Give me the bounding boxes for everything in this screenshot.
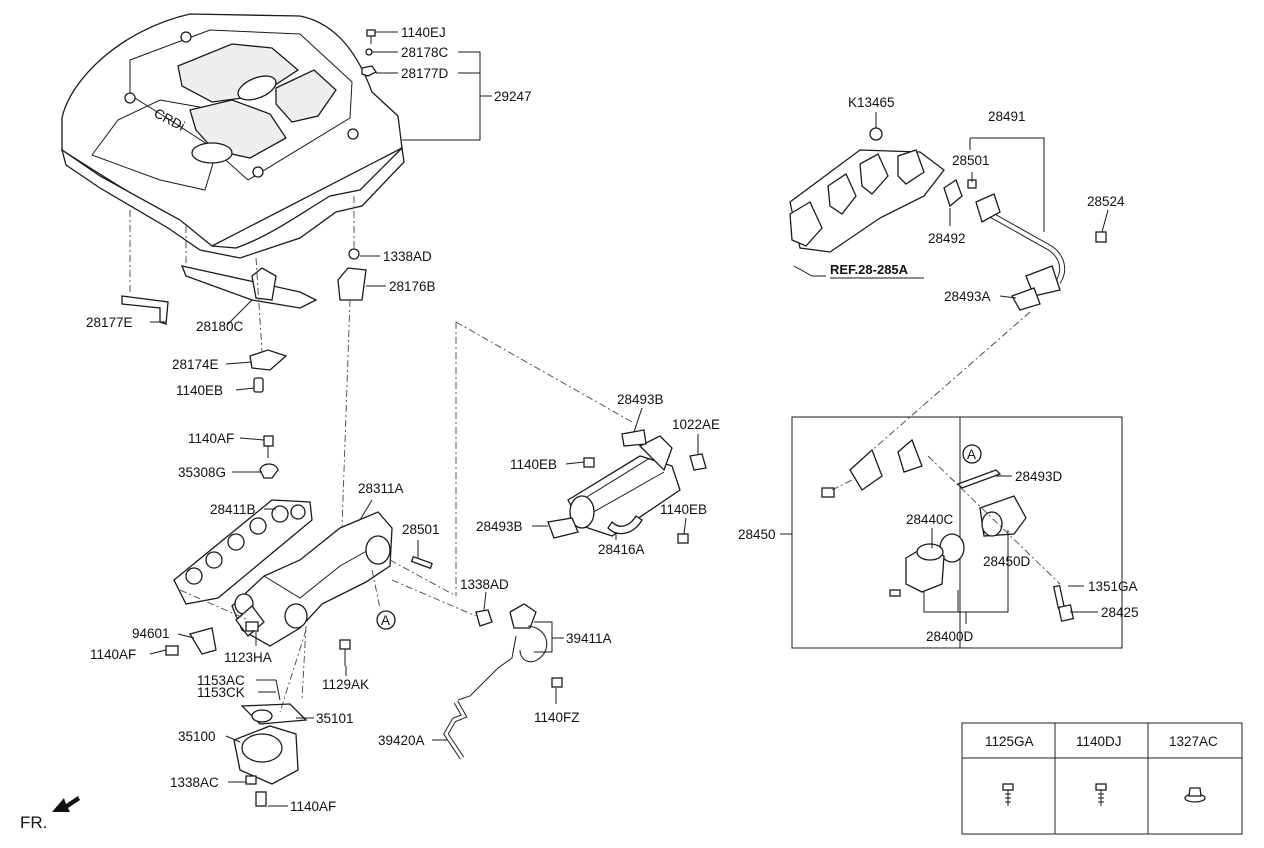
engine-cover-29247: CRDi: [60, 13, 405, 259]
label-28493d: 28493D: [1015, 469, 1063, 484]
flange-bolt-icon: [1095, 783, 1107, 806]
label-28450d: 28450D: [983, 554, 1031, 569]
label-1338ad-top: 1338AD: [383, 249, 432, 264]
label-28425: 28425: [1101, 605, 1139, 620]
table-header-1: 1125GA: [985, 734, 1034, 749]
label-1140eb-mid: 1140EB: [510, 457, 557, 472]
egr-cooler-28416a: [547, 429, 707, 544]
egr-valve-box: [791, 416, 1123, 649]
label-1129ak: 1129AK: [322, 677, 369, 692]
label-1351ga: 1351GA: [1088, 579, 1138, 594]
label-28491: 28491: [988, 109, 1026, 124]
label-35101: 35101: [316, 711, 354, 726]
callout-a-left: A: [376, 610, 396, 630]
label-35308g: 35308G: [178, 465, 226, 480]
throttle-body-35100: [233, 679, 308, 807]
egr-pipe-28491: [943, 179, 1107, 311]
label-1140fz: 1140FZ: [534, 710, 580, 725]
label-39420a: 39420A: [378, 733, 425, 748]
label-29247: 29247: [494, 89, 532, 104]
label-28492: 28492: [928, 231, 966, 246]
front-direction-indicator: FR.: [20, 796, 80, 832]
flange-nut-icon: [1184, 787, 1206, 803]
egr-valve-box-left: [791, 416, 961, 649]
label-28178c: 28178C: [401, 45, 449, 60]
alignment-lines: [129, 196, 1061, 713]
label-1140af-b: 1140AF: [90, 647, 136, 662]
egr-valve-28450: [821, 438, 1027, 597]
label-1123ha: 1123HA: [224, 650, 272, 665]
label-28524: 28524: [1087, 194, 1125, 209]
label-1140af-a: 1140AF: [188, 431, 234, 446]
label-28176b: 28176B: [389, 279, 436, 294]
label-28450: 28450: [738, 527, 776, 542]
flange-bolt-icon: [1002, 783, 1014, 806]
label-1140ej: 1140EJ: [401, 25, 446, 40]
cover-hardware: [361, 29, 377, 77]
cover-brackets: [121, 248, 367, 393]
callout-a-left-text: A: [381, 613, 390, 628]
label-1022ae: 1022AE: [672, 417, 720, 432]
part-labels: 1140EJ 28178C 28177D 29247 1338AD 28176B…: [86, 25, 1139, 814]
intake-manifold-28311a: [231, 511, 393, 647]
label-28411b: 28411B: [210, 502, 256, 517]
label-28180c: 28180C: [196, 319, 244, 334]
label-28177d: 28177D: [401, 66, 449, 81]
label-28493b-left: 28493B: [476, 519, 523, 534]
label-28501-right: 28501: [952, 153, 990, 168]
label-28400d: 28400D: [926, 629, 974, 644]
label-94601: 94601: [132, 626, 170, 641]
label-1140eb-left: 1140EB: [176, 383, 223, 398]
egr-valve-box-frame: [792, 416, 961, 649]
hose-39420a: [443, 700, 468, 760]
hardware-table: 1125GA 1140DJ 1327AC: [961, 722, 1243, 835]
sensor-39411a: [457, 603, 563, 701]
label-28493a: 28493A: [944, 289, 991, 304]
label-1153ac: 1153AC: [197, 673, 245, 688]
leader-lines: [149, 31, 1109, 807]
label-28174e: 28174E: [172, 357, 219, 372]
label-1338ad-mid: 1338AD: [460, 577, 509, 592]
table-header-2: 1140DJ: [1076, 734, 1122, 749]
front-label: FR.: [20, 813, 47, 832]
label-28501-mid: 28501: [402, 522, 440, 537]
callout-a-right-text: A: [967, 447, 976, 462]
front-arrow-icon: [52, 796, 80, 812]
label-39411a: 39411A: [566, 631, 612, 646]
label-28440c: 28440C: [906, 512, 954, 527]
egr-bolt-28425: [1053, 584, 1075, 622]
label-k13465: K13465: [848, 95, 895, 110]
label-35100: 35100: [178, 729, 216, 744]
label-1140af-c: 1140AF: [290, 799, 336, 814]
manifold-hardware: [165, 435, 493, 666]
label-1153ck: 1153CK: [197, 685, 245, 700]
exhaust-manifold-ref: [789, 127, 945, 253]
table-header-3: 1327AC: [1169, 734, 1218, 749]
label-1338ac: 1338AC: [170, 775, 219, 790]
label-28493b-top: 28493B: [617, 392, 664, 407]
label-28177e: 28177E: [86, 315, 133, 330]
label-1140eb-right: 1140EB: [660, 502, 707, 517]
label-28416a: 28416A: [598, 542, 645, 557]
intake-gasket-28411b: [173, 499, 313, 605]
label-28311a: 28311A: [358, 481, 404, 496]
callout-a-right: A: [962, 444, 982, 464]
label-ref-28-285a: REF.28-285A: [830, 262, 909, 277]
